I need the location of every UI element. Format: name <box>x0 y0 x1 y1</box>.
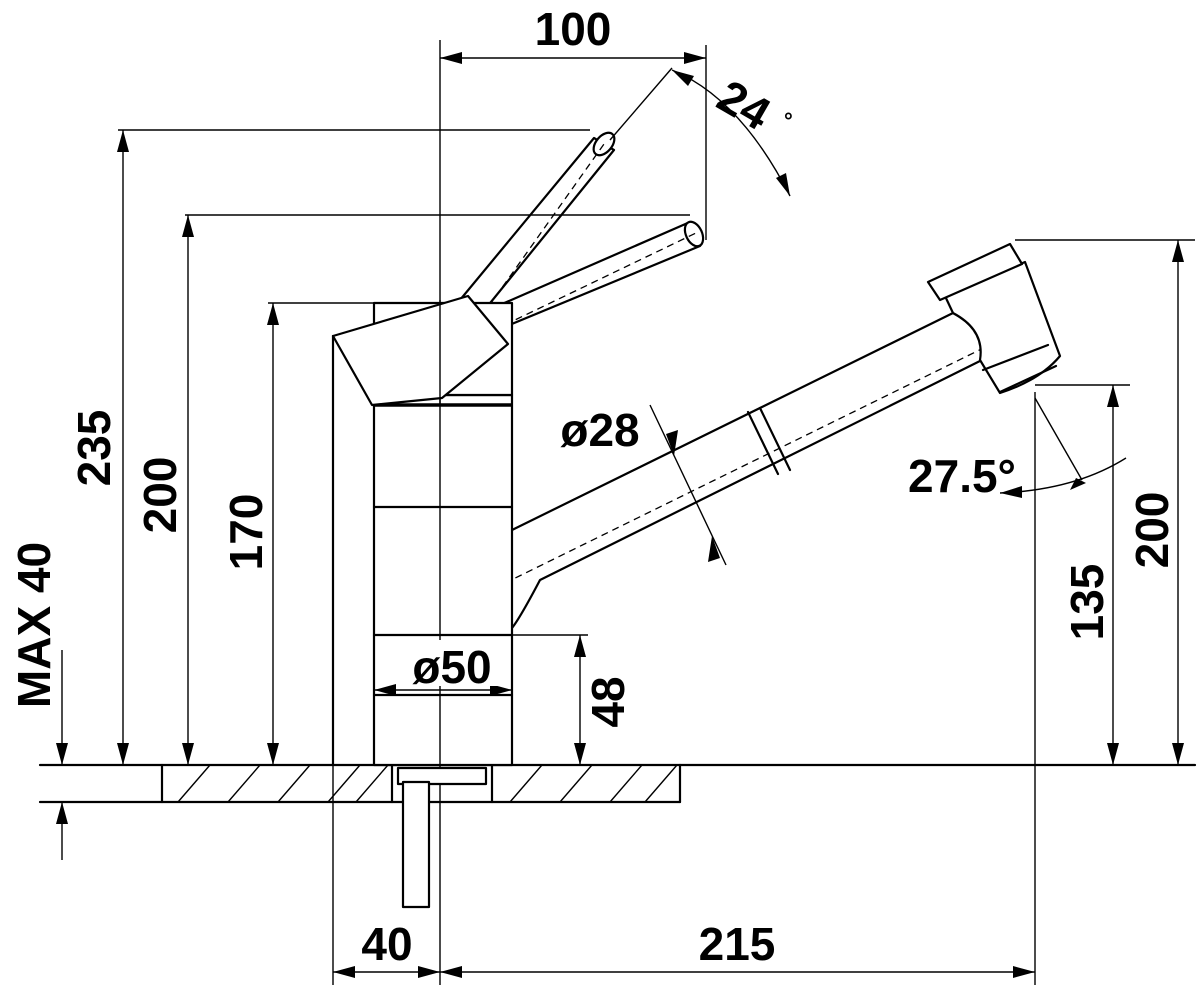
label-235: 235 <box>68 410 120 487</box>
label-215: 215 <box>699 918 776 970</box>
label-170: 170 <box>220 494 272 571</box>
bottom-dimensions: 40 215 <box>332 765 1035 985</box>
countertop <box>38 763 1197 804</box>
label-24: 24 <box>709 69 780 140</box>
label-135: 135 <box>1061 564 1113 641</box>
right-dimensions: 200 135 <box>1015 239 1195 985</box>
spout-diameter-dimension: ø28 <box>560 404 727 566</box>
label-200-left: 200 <box>134 457 186 534</box>
label-48: 48 <box>582 676 634 727</box>
label-200-right: 200 <box>1126 492 1178 569</box>
label-o28: ø28 <box>560 404 639 456</box>
label-max-40: MAX 40 <box>8 542 60 708</box>
mounting-stud <box>396 766 488 909</box>
label-degree-symbol: ° <box>784 108 793 133</box>
label-40: 40 <box>361 918 412 970</box>
label-100: 100 <box>535 3 612 55</box>
tap-body <box>331 294 514 767</box>
spout-angle-dimension: 27.5° <box>908 397 1127 502</box>
left-dimensions: 235 200 170 MAX 40 <box>8 129 690 860</box>
top-dimensions: 100 24 ° <box>440 3 793 240</box>
label-27-5: 27.5° <box>908 450 1016 502</box>
base-dimensions: ø50 48 <box>374 634 634 765</box>
label-o50: ø50 <box>412 641 491 693</box>
